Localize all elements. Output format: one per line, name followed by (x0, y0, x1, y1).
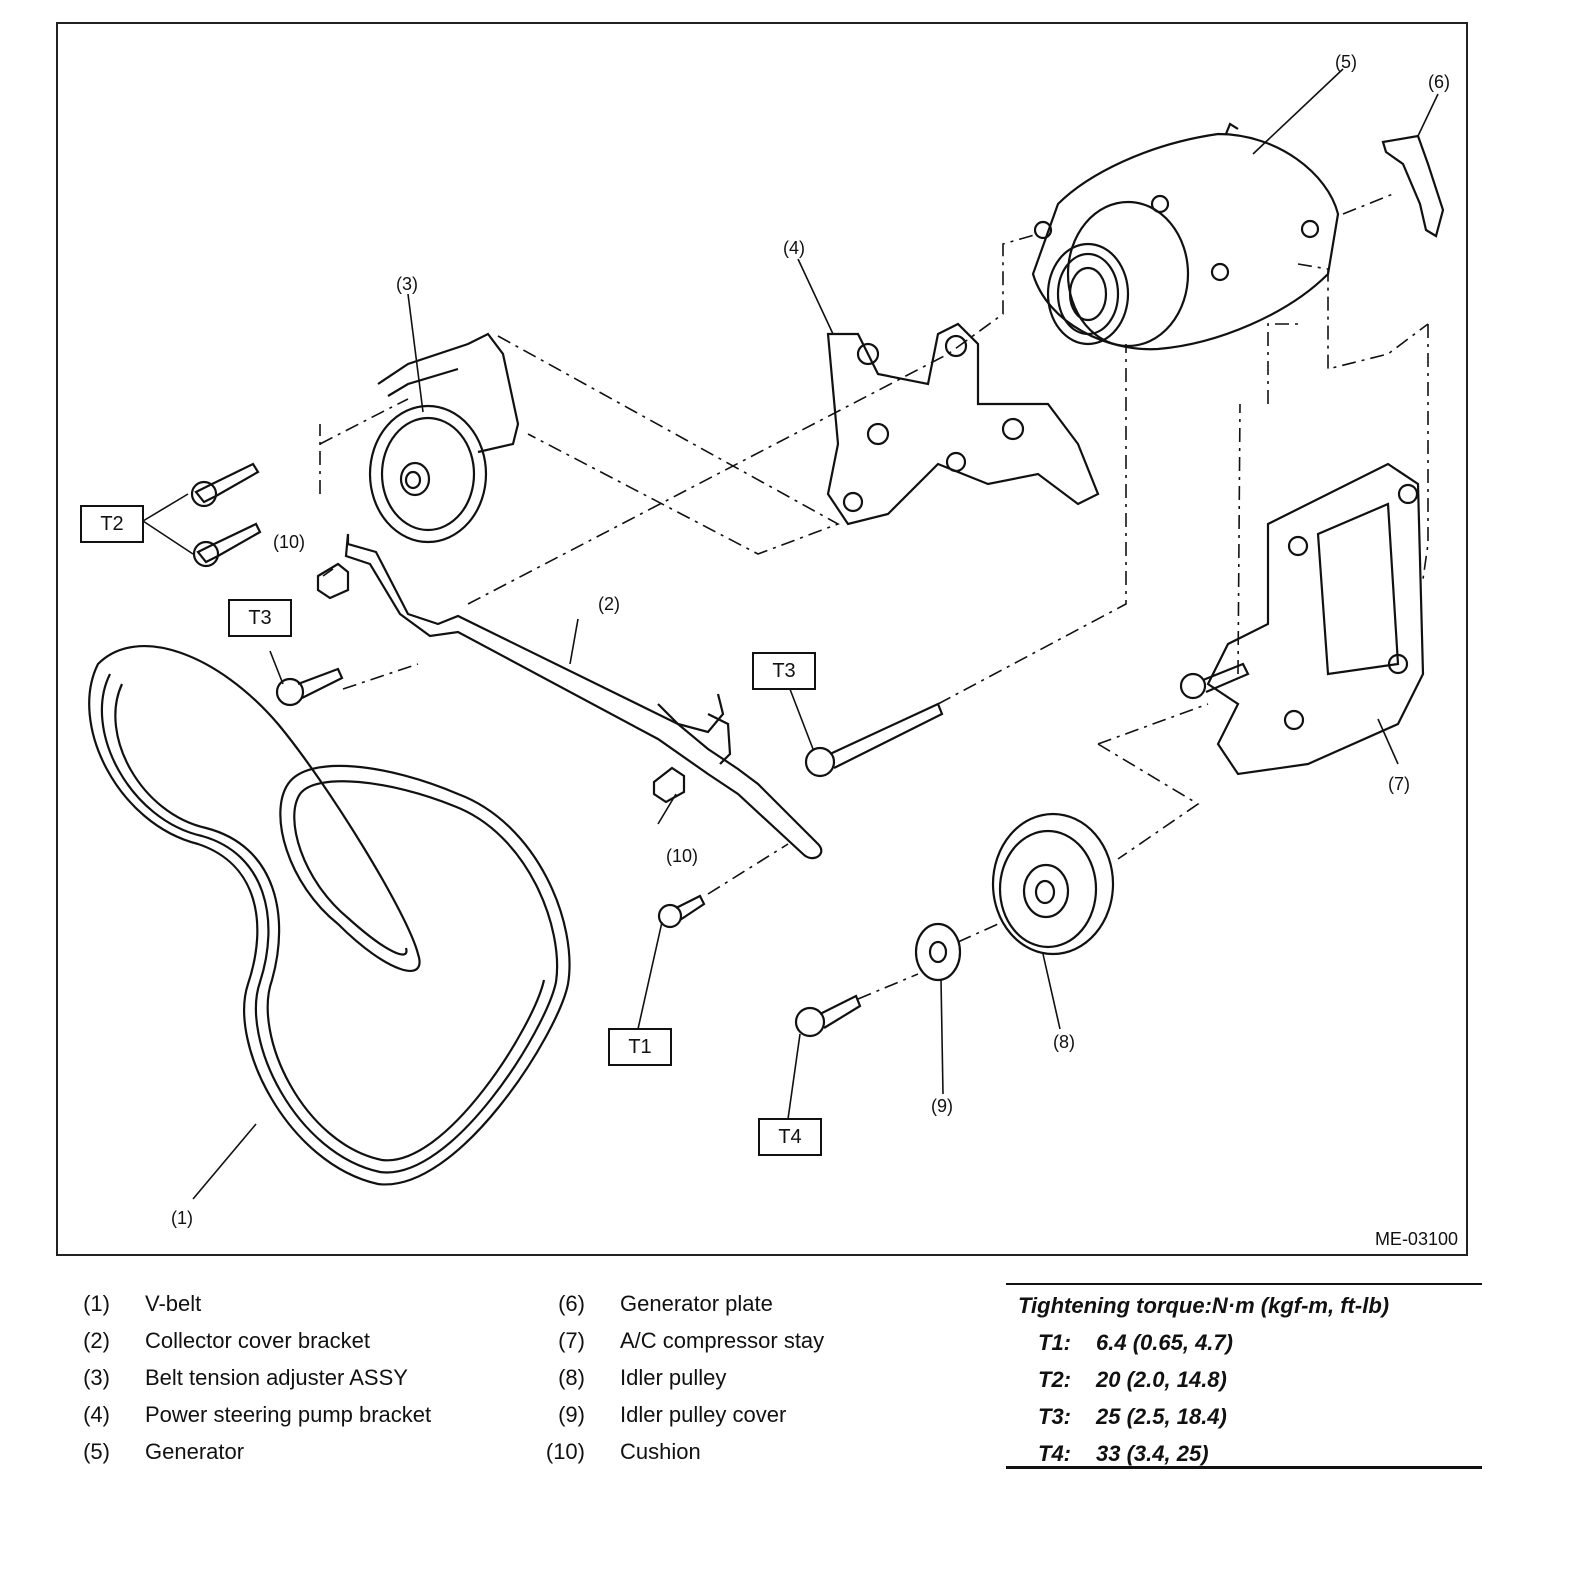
legend-text: Generator (145, 1439, 245, 1464)
exploded-parts-diagram (88, 68, 1445, 1200)
legend-text: Idler pulley cover (620, 1402, 787, 1427)
torque-tag-t2: T2 (80, 505, 144, 543)
t3-right-long-bolt-drawing (804, 702, 944, 778)
legend-num: (7) (558, 1328, 585, 1353)
v-belt-drawing (88, 644, 571, 1186)
legend-text: V-belt (145, 1291, 202, 1316)
torque-row: T2: 20 (2.0, 14.8) (1038, 1367, 1227, 1393)
legend-item: (9) Idler pulley cover (545, 1402, 786, 1428)
legend-num: (9) (558, 1402, 585, 1427)
figure-code: ME-03100 (1374, 1229, 1458, 1249)
cushion-drawings (316, 562, 686, 804)
legend-text: A/C compressor stay (620, 1328, 825, 1353)
legend-text: Collector cover bracket (145, 1328, 370, 1353)
callout-generator: (5) (1335, 52, 1357, 72)
torque-key: T1: (1038, 1330, 1071, 1355)
callout-v-belt: (1) (171, 1208, 193, 1228)
torque-row: T1: 6.4 (0.65, 4.7) (1038, 1330, 1233, 1356)
legend-num: (3) (83, 1365, 110, 1390)
collector-cover-bracket-drawing (344, 533, 823, 860)
legend-num: (10) (545, 1439, 585, 1464)
legend-text: Idler pulley (620, 1365, 727, 1390)
diagram-frame: (5) (6) (4) (3) (10) (2) (7) (10) (8) (9… (56, 22, 1468, 1256)
torque-value: 6.4 (0.65, 4.7) (1096, 1330, 1233, 1355)
assembly-dashed-lines (319, 193, 1429, 1000)
t2-bolts-drawing (190, 462, 262, 568)
belt-tension-adjuster-drawing (368, 332, 520, 544)
callout-cushion-upper: (10) (273, 532, 306, 552)
callout-cushion-lower: (10) (666, 846, 699, 866)
legend-text: Power steering pump bracket (145, 1402, 432, 1427)
legend-num: (4) (83, 1402, 110, 1427)
torque-key: T2: (1038, 1367, 1071, 1392)
torque-key: T3: (1038, 1404, 1071, 1429)
torque-value: 20 (2.0, 14.8) (1096, 1367, 1227, 1392)
legend-num: (2) (83, 1328, 110, 1353)
callout-collector-cover-bracket: (2) (598, 594, 620, 614)
leader-lines (142, 68, 1439, 1200)
ac-compressor-stay-drawing (1179, 462, 1425, 776)
legend-item: (8) Idler pulley (545, 1365, 726, 1391)
idler-pulley-drawing (991, 812, 1115, 956)
legend-item: (7) A/C compressor stay (545, 1328, 824, 1354)
legend-item: (4) Power steering pump bracket (70, 1402, 431, 1428)
torque-value: 33 (3.4, 25) (1096, 1441, 1209, 1466)
callout-idler-pulley: (8) (1053, 1032, 1075, 1052)
legend-item: (10) Cushion (545, 1439, 701, 1465)
legend-text: Generator plate (620, 1291, 773, 1316)
legend-item: (6) Generator plate (545, 1291, 773, 1317)
idler-pulley-cover-drawing (914, 922, 962, 982)
callout-generator-plate: (6) (1428, 72, 1450, 92)
legend-num: (6) (558, 1291, 585, 1316)
legend-num: (5) (83, 1439, 110, 1464)
callout-idler-pulley-cover: (9) (931, 1096, 953, 1116)
power-steering-pump-bracket-drawing (826, 322, 1100, 526)
generator-plate-drawing (1381, 134, 1445, 238)
torque-row: T4: 33 (3.4, 25) (1038, 1441, 1209, 1467)
callout-power-steering-pump-bracket: (4) (783, 238, 805, 258)
torque-value: 25 (2.5, 18.4) (1096, 1404, 1227, 1429)
t4-bolt-drawing (794, 994, 862, 1038)
torque-row: T3: 25 (2.5, 18.4) (1038, 1404, 1227, 1430)
t3-left-bolt-drawing (275, 667, 344, 707)
callout-belt-tension-adjuster: (3) (396, 274, 418, 294)
t1-bolt-drawing (657, 894, 706, 929)
torque-tag-t3-right: T3 (752, 652, 816, 690)
legend-item: (5) Generator (70, 1439, 244, 1465)
torque-tag-t4: T4 (758, 1118, 822, 1156)
legend-item: (1) V-belt (70, 1291, 201, 1317)
callout-ac-compressor-stay: (7) (1388, 774, 1410, 794)
generator-drawing (1031, 122, 1340, 351)
tightening-torque-table: Tightening torque:N·m (kgf-m, ft-lb) T1:… (1006, 1283, 1482, 1469)
legend-item: (3) Belt tension adjuster ASSY (70, 1365, 408, 1391)
legend-num: (8) (558, 1365, 585, 1390)
torque-header: Tightening torque:N·m (kgf-m, ft-lb) (1018, 1293, 1390, 1318)
legend-text: Belt tension adjuster ASSY (145, 1365, 408, 1390)
torque-tag-t1: T1 (608, 1028, 672, 1066)
legend-item: (2) Collector cover bracket (70, 1328, 370, 1354)
legend-num: (1) (83, 1291, 110, 1316)
torque-key: T4: (1038, 1441, 1071, 1466)
torque-tag-t3-left: T3 (228, 599, 292, 637)
legend-text: Cushion (620, 1439, 701, 1464)
